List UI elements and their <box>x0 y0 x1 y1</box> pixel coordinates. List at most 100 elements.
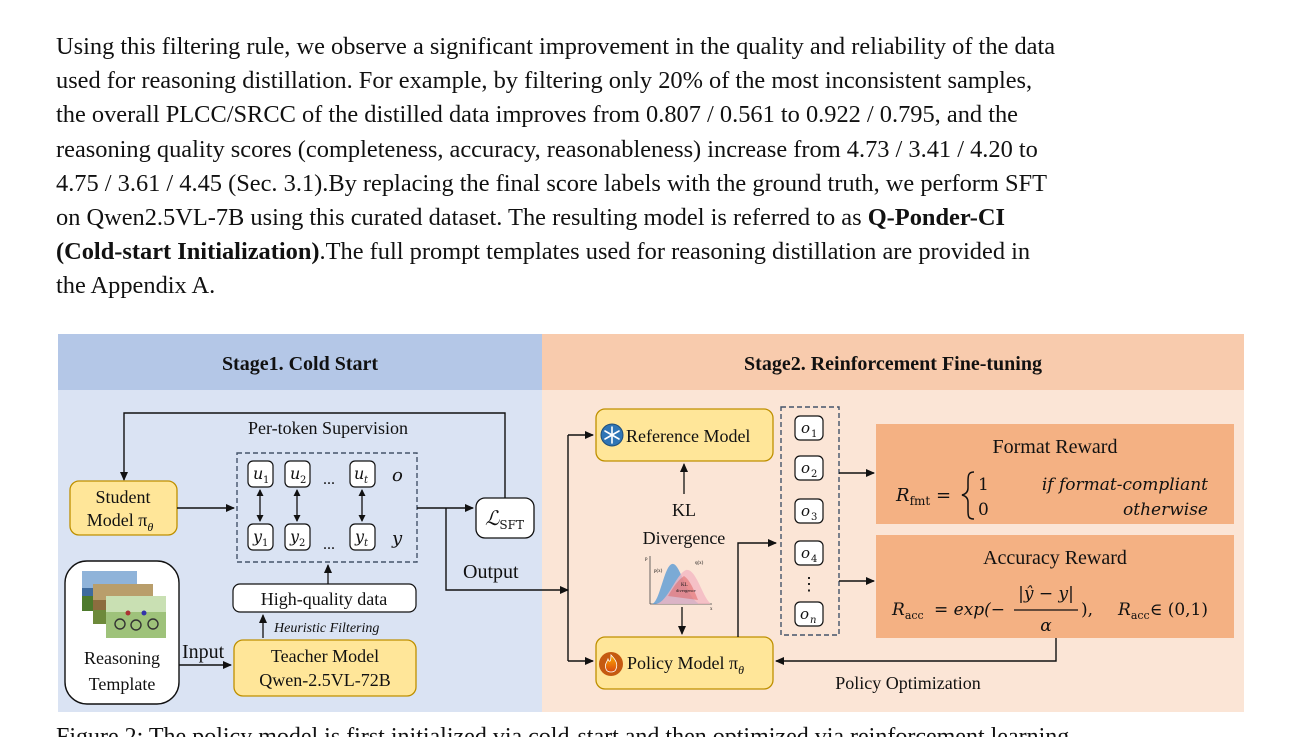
accuracy-reward-lhs: Racc <box>891 600 924 622</box>
y-token: y 1 <box>247 523 274 551</box>
policy-optimization-arrow <box>775 638 1057 665</box>
svg-text:1: 1 <box>262 538 268 549</box>
accuracy-reward-exp: = exp(− <box>934 600 1005 620</box>
y-token: y 2 <box>284 523 311 551</box>
paragraph-line: reasoning quality scores (completeness, … <box>56 135 1038 163</box>
policy-to-outputs-arrow <box>737 539 777 637</box>
svg-text:u: u <box>354 464 364 483</box>
accuracy-reward-numerator: |ŷ − y| <box>1018 584 1074 604</box>
svg-text:u: u <box>290 464 300 483</box>
sft-loss-box <box>475 497 535 539</box>
svg-text:q(x): q(x) <box>695 561 704 566</box>
snowflake-icon <box>600 423 624 447</box>
svg-text:y: y <box>354 527 365 546</box>
student-model-label: Student <box>95 487 150 507</box>
policy-model-box <box>595 636 774 690</box>
teacher-model-label: Teacher Model <box>271 646 379 666</box>
accuracy-reward-close: ), <box>1081 600 1093 620</box>
output-token: o 1 <box>794 415 824 441</box>
paragraph-line: the Appendix A. <box>56 272 216 300</box>
image-stack-icon <box>82 571 166 638</box>
svg-text:o: o <box>801 502 810 520</box>
svg-text:1: 1 <box>811 429 817 440</box>
output-token: o 3 <box>794 498 824 524</box>
fire-icon <box>599 652 623 676</box>
stage1-header <box>58 334 542 390</box>
format-case-value: 0 <box>978 500 989 520</box>
y-token: y t <box>349 523 376 551</box>
paragraph-line: Using this filtering rule, we observe a … <box>56 33 1056 60</box>
stage2-title: Stage2. Reinforcement Fine-tuning <box>744 353 1042 375</box>
paragraph-line: (Cold-start Initialization).The full pro… <box>56 235 1246 269</box>
svg-text:o: o <box>801 544 810 562</box>
paragraph-text: .The full prompt templates used for reas… <box>319 238 1031 266</box>
output-token: o 2 <box>794 455 824 481</box>
svg-text:divergence: divergence <box>676 588 696 593</box>
svg-text:p(x): p(x) <box>654 569 663 574</box>
paragraph-text: on Qwen2.5VL-7B using this curated datas… <box>56 204 868 232</box>
student-model-label: Model πθ <box>87 510 154 534</box>
feedback-arrow <box>120 412 506 498</box>
svg-text:2: 2 <box>299 538 305 549</box>
svg-text:2: 2 <box>300 475 306 486</box>
format-reward-box <box>876 424 1234 524</box>
teacher-model-box <box>233 639 417 697</box>
accuracy-reward-box <box>876 535 1234 638</box>
kl-label: Divergence <box>643 528 726 548</box>
outputs-column <box>780 406 840 636</box>
policy-model-label: Policy Model πθ <box>627 653 744 677</box>
u-token: u t <box>349 460 376 488</box>
output-token: o n <box>794 601 824 627</box>
paragraph-line: used for reasoning distillation. For exa… <box>56 67 1033 95</box>
token-ellipsis: ... <box>323 471 335 488</box>
paragraph-line: the overall PLCC/SRCC of the distilled d… <box>56 101 1018 129</box>
output-arrow <box>445 508 569 594</box>
per-token-supervision-label: Per-token Supervision <box>248 418 408 438</box>
stage1-title: Stage1. Cold Start <box>222 353 378 375</box>
format-case-condition: otherwise <box>1123 500 1208 520</box>
figure-caption-text: Figure 2: The policy model is first init… <box>56 724 1070 737</box>
model-name-expansion-bold: (Cold-start Initialization) <box>56 238 320 266</box>
high-quality-data-box <box>232 583 417 613</box>
format-case-value: 1 <box>978 475 989 495</box>
accuracy-reward-title: Accuracy Reward <box>983 547 1127 569</box>
svg-text:u: u <box>253 464 263 483</box>
reasoning-template-label: Reasoning <box>84 648 160 668</box>
u-token: u 1 <box>247 460 274 488</box>
paragraph-line: on Qwen2.5VL-7B using this curated datas… <box>56 201 1246 235</box>
o-sequence-label: o <box>392 465 403 486</box>
svg-text:3: 3 <box>811 512 817 523</box>
token-ellipsis: ... <box>323 536 335 553</box>
svg-text:n: n <box>810 615 816 626</box>
svg-text:1: 1 <box>263 475 269 486</box>
svg-text:x: x <box>710 607 713 612</box>
format-reward-title: Format Reward <box>993 436 1118 458</box>
body-paragraph: Using this filtering rule, we observe a … <box>56 30 1246 304</box>
high-quality-data-label: High-quality data <box>261 589 387 609</box>
sft-loss-label: ℒSFT <box>485 506 524 532</box>
format-reward-lhs: Rfmt = <box>895 485 951 508</box>
policy-optimization-label: Policy Optimization <box>835 673 981 693</box>
reference-model-label: Reference Model <box>626 426 750 446</box>
y-sequence-label: y <box>391 528 403 549</box>
svg-text:t: t <box>364 475 369 486</box>
model-name-bold: Q-Ponder-CI <box>867 204 1005 232</box>
format-case-condition: if format-compliant <box>1042 475 1208 495</box>
accuracy-reward-range: Racc∈ (0,1) <box>1117 600 1208 622</box>
svg-text:o: o <box>801 419 810 437</box>
svg-text:t: t <box>364 538 369 549</box>
output-token: o 4 <box>794 540 824 566</box>
reasoning-template-label: Template <box>89 674 156 694</box>
paragraph-line: 4.75 / 3.61 / 4.45 (Sec. 3.1).By replaci… <box>56 169 1048 197</box>
svg-text:4: 4 <box>811 554 817 565</box>
svg-text:y: y <box>289 527 300 546</box>
svg-text:y: y <box>252 527 263 546</box>
accuracy-reward-denominator: α <box>1040 616 1052 636</box>
svg-text:o: o <box>800 605 809 623</box>
pipeline-figure: Stage1. Cold Start Stage2. Reinforcement… <box>58 334 1244 712</box>
reference-model-box <box>595 408 774 462</box>
svg-text:p: p <box>645 557 648 562</box>
figure-caption-cropped: Figure 2: The policy model is first init… <box>56 724 1246 737</box>
u-token: u 2 <box>284 460 311 488</box>
heuristic-filtering-label: Heuristic Filtering <box>273 621 379 636</box>
